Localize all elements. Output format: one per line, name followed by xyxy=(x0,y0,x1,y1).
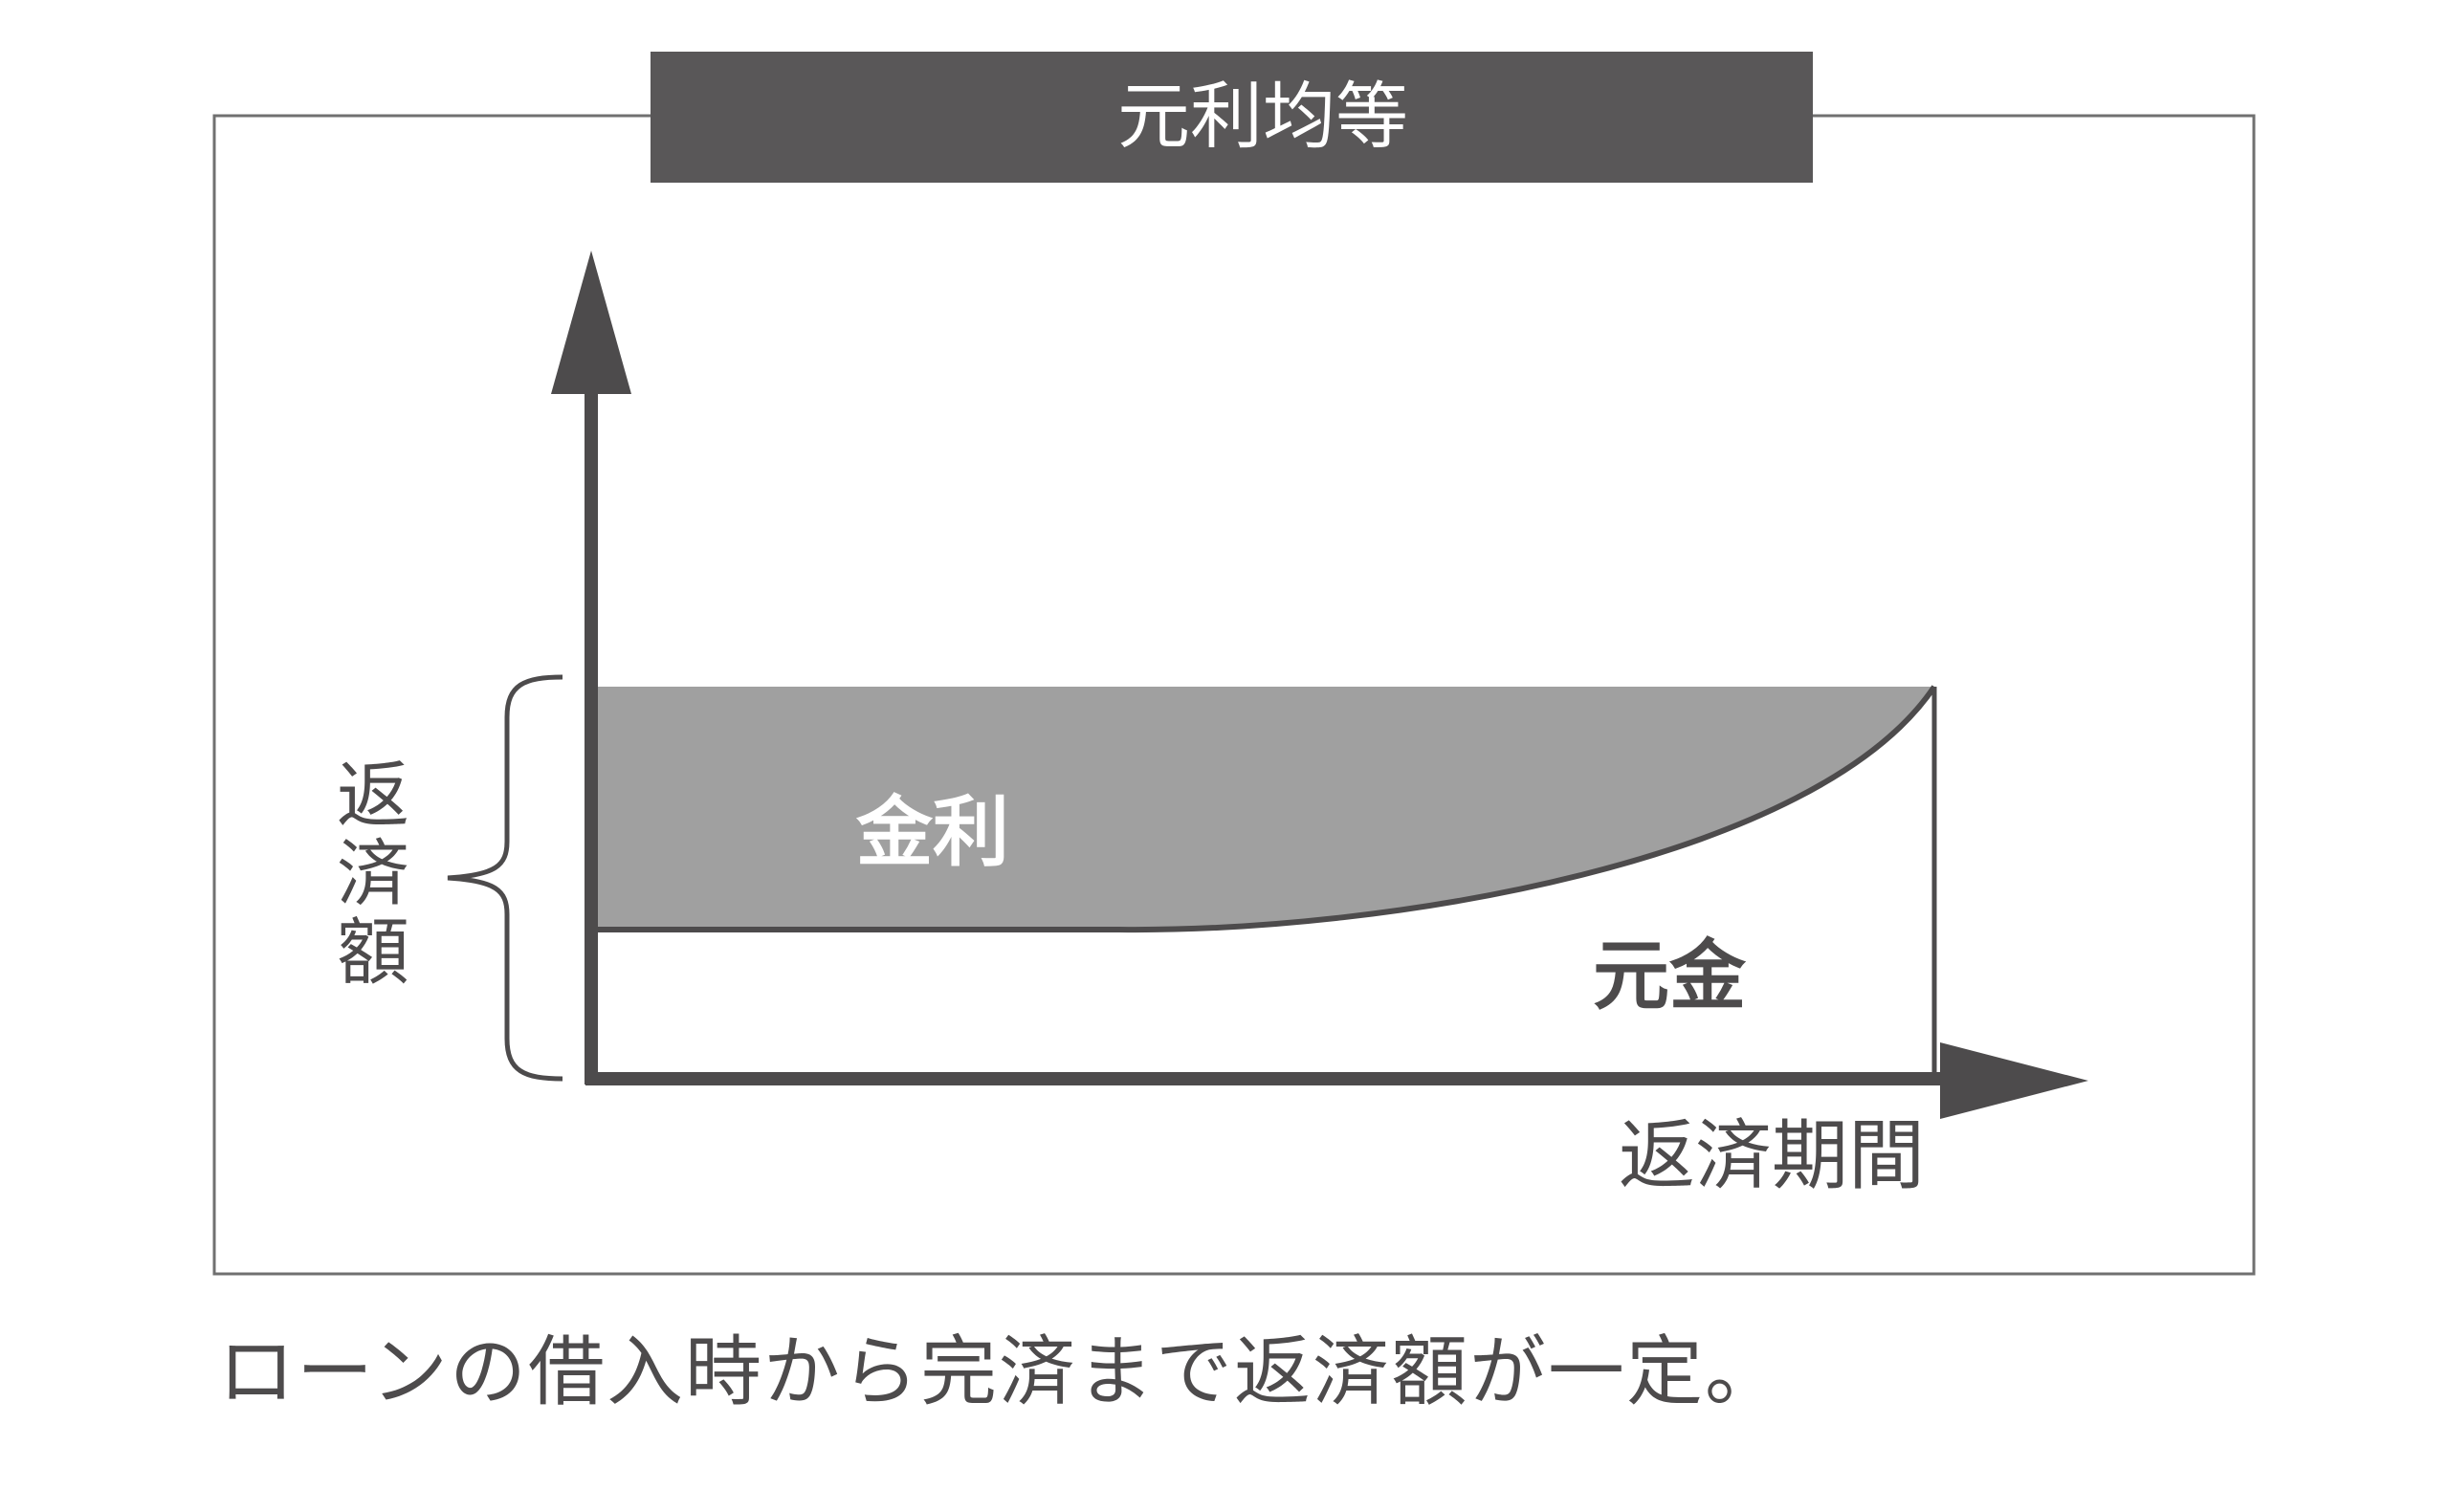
principal-boundary-curve xyxy=(591,685,1937,933)
principal-area xyxy=(591,687,1934,1079)
interest-label: 金利 xyxy=(855,788,1009,877)
x-axis-arrow xyxy=(1940,1042,2088,1119)
diagram-caption: ローンの借入時から完済まで返済額が一定。 xyxy=(218,1327,1783,1416)
y-axis-label-char-2: 済 xyxy=(337,831,409,916)
y-axis-label-char-1: 返 xyxy=(337,753,409,838)
principal-label: 元金 xyxy=(1593,931,1747,1020)
y-axis-label-char-3: 額 xyxy=(337,909,409,995)
title-banner xyxy=(651,52,1813,183)
diagram-title: 元利均等 xyxy=(1117,74,1408,159)
payment-brace xyxy=(447,674,563,1082)
y-axis-arrow xyxy=(551,251,631,394)
x-axis-label: 返済期間 xyxy=(1619,1111,1925,1200)
